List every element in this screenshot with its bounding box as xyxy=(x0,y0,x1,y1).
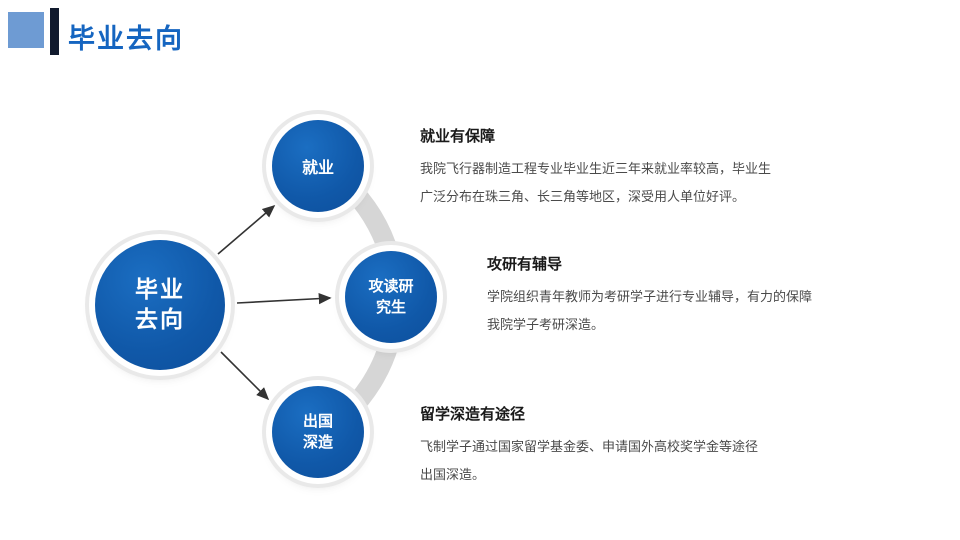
section-employment-body: 我院飞行器制造工程专业毕业生近三年来就业率较高，毕业生 广泛分布在珠三角、长三角… xyxy=(420,161,772,204)
node-employment: 就业 xyxy=(272,120,364,212)
center-node-label: 毕业 去向 xyxy=(135,276,185,332)
section-study-abroad-heading: 留学深造有途径 xyxy=(420,406,526,423)
node-study-abroad: 出国 深造 xyxy=(272,386,364,478)
center-node-graduation-destinations: 毕业 去向 xyxy=(95,240,225,370)
section-study-abroad-body: 飞制学子通过国家留学基金委、申请国外高校奖学金等途径 出国深造。 xyxy=(420,439,759,482)
section-study-abroad: 留学深造有途径 飞制学子通过国家留学基金委、申请国外高校奖学金等途径 出国深造。 xyxy=(420,403,900,489)
node-graduate-study-label: 攻读研 究生 xyxy=(368,278,414,316)
arrow-to-employment xyxy=(217,204,276,255)
title-accent-square xyxy=(8,12,44,48)
node-study-abroad-label: 出国 深造 xyxy=(302,413,333,451)
node-graduate-study: 攻读研 究生 xyxy=(345,251,437,343)
page-title: 毕业去向 xyxy=(68,24,184,54)
section-employment-heading: 就业有保障 xyxy=(420,128,496,145)
section-graduate-study: 攻研有辅导 学院组织青年教师为考研学子进行专业辅导，有力的保障 我院学子考研深造… xyxy=(487,253,937,339)
section-graduate-study-body: 学院组织青年教师为考研学子进行专业辅导，有力的保障 我院学子考研深造。 xyxy=(487,289,813,332)
title-accent-bar xyxy=(50,8,59,55)
section-graduate-study-heading: 攻研有辅导 xyxy=(487,256,563,273)
node-employment-label: 就业 xyxy=(301,160,334,177)
arrow-to-study-abroad xyxy=(220,351,270,401)
section-employment: 就业有保障 我院飞行器制造工程专业毕业生近三年来就业率较高，毕业生 广泛分布在珠… xyxy=(420,125,900,211)
arrow-to-graduate-study xyxy=(236,293,332,305)
